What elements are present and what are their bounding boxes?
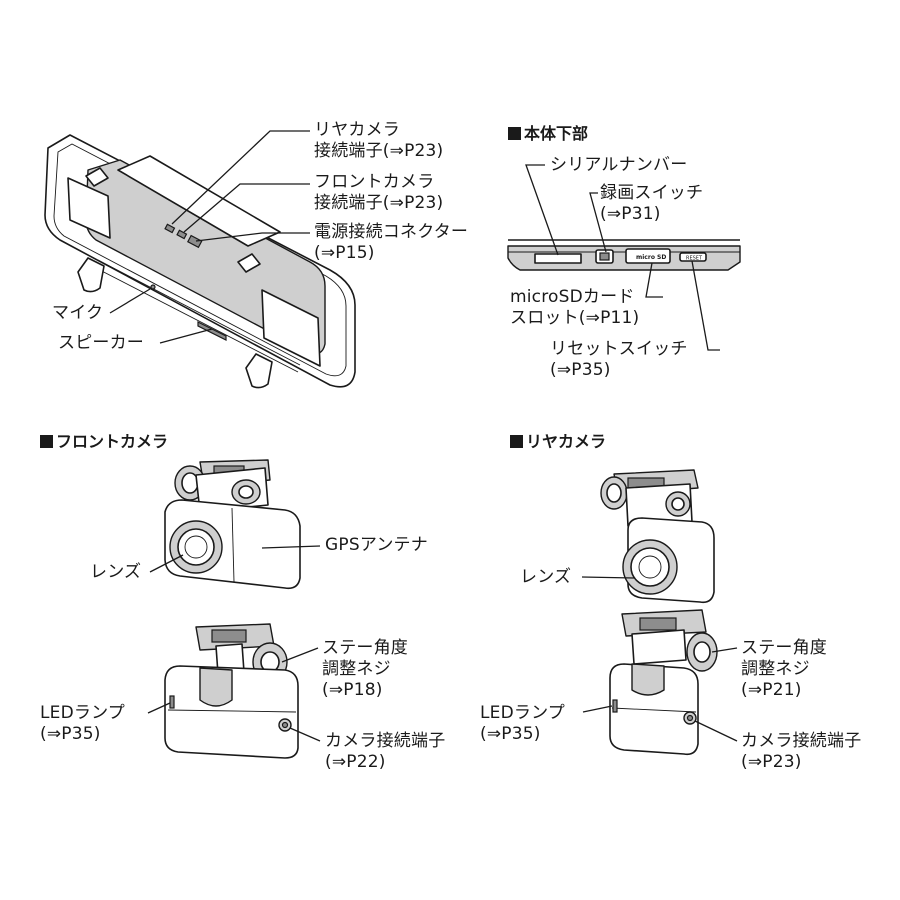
front-camera-back-leader-lines [147,647,321,742]
label-front-stay-screw: ステー角度 調整ネジ (⇒P18) [322,638,408,700]
rear-camera-leader-lines [581,576,635,579]
label-front-camera-terminal: フロントカメラ 接続端子(⇒P23) [314,172,444,213]
label-front-led-lamp: LEDランプ (⇒P35) [40,703,125,744]
label-front-lens: レンズ [90,562,142,582]
front-camera-illustration [164,459,301,590]
label-rear-stay-screw: ステー角度 調整ネジ (⇒P21) [741,638,827,700]
label-rear-lens: レンズ [520,567,572,587]
section-marker-square [510,435,523,448]
label-front-camera-terminal: カメラ接続端子 (⇒P22) [325,731,446,772]
section-header-bottom-view: 本体下部 [508,124,588,144]
label-mic: マイク [52,303,104,323]
sd-slot-marking: micro SD [636,254,666,261]
section-marker-square [508,127,521,140]
rear-camera-back-leader-lines [582,647,738,742]
bottom-leader-lines [525,164,720,351]
label-record-switch: 録画スイッチ (⇒P31) [600,183,704,224]
section-marker-square [40,435,53,448]
rear-camera-illustration [600,469,715,604]
rear-camera-back-illustration [609,609,718,756]
label-rear-led-lamp: LEDランプ (⇒P35) [480,703,565,744]
bottom-view-illustration: micro SD RESET [507,239,741,271]
front-camera-back-illustration [164,623,299,759]
section-header-rear-camera: リヤカメラ [510,432,606,452]
label-gps-antenna: GPSアンテナ [325,535,428,555]
reset-marking: RESET [686,256,703,262]
label-speaker: スピーカー [58,333,144,353]
mirror-leader-lines [109,130,310,344]
front-camera-leader-lines [149,545,321,573]
label-power-connector: 電源接続コネクター (⇒P15) [314,222,469,263]
label-rear-camera-terminal: カメラ接続端子 (⇒P23) [741,731,862,772]
label-microsd-slot: microSDカード スロット(⇒P11) [510,287,640,328]
mirror-unit-illustration [44,134,356,389]
label-serial-number: シリアルナンバー [550,155,688,175]
label-rear-camera-terminal: リヤカメラ 接続端子(⇒P23) [314,120,444,161]
section-header-front-camera: フロントカメラ [40,432,168,452]
label-reset-switch: リセットスイッチ (⇒P35) [550,339,688,380]
